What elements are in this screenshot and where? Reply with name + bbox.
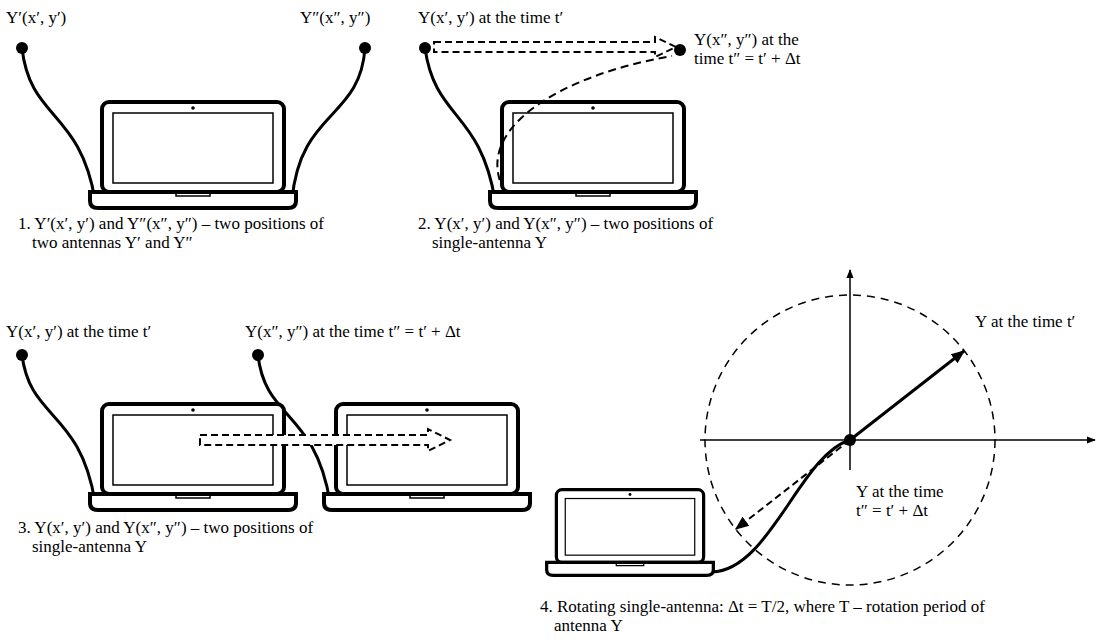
antenna-vector [850, 351, 964, 440]
position-label: Y(x″, y″) at the time t″ = t′ + Δt [694, 30, 806, 68]
laptop-icon [547, 490, 714, 576]
x-axis [700, 439, 1095, 441]
antenna-dot [674, 44, 686, 56]
position-label: Y″(x″, y″) [300, 8, 370, 27]
panel-caption: 4. Rotating single-antenna: Δt = T/2, wh… [540, 597, 1004, 635]
antenna-cable [292, 48, 365, 200]
move-arrow [434, 37, 676, 57]
antenna-dot [359, 42, 371, 54]
antenna-vector-dashed [736, 440, 850, 529]
laptop-icon [90, 404, 296, 510]
position-label: Y(x′, y′) at the time t′ [418, 8, 563, 27]
antenna-dot [16, 349, 28, 361]
antenna-dot [419, 42, 431, 54]
antenna-dot [16, 42, 28, 54]
position-label: Y(x′, y′) at the time t′ [6, 322, 151, 341]
laptop-icon [324, 404, 530, 510]
panel-caption: 2. Y(x′, y′) and Y(x″, y″) – two positio… [418, 214, 762, 252]
position-label: Y(x″, y″) at the time t″ = t′ + Δt [245, 322, 461, 341]
move-arrow [200, 429, 450, 451]
antenna-cable [425, 48, 495, 200]
antenna-dot [252, 349, 264, 361]
panel-caption: 1. Y′(x′, y′) and Y″(x″, y″) – two posit… [18, 214, 332, 252]
dashed-cable-path [497, 56, 672, 192]
position-label: Y at the time t′ [975, 312, 1075, 331]
laptop-icon [90, 102, 296, 208]
antenna-cable [22, 48, 95, 200]
panel-caption: 3. Y(x′, y′) and Y(x″, y″) – two positio… [18, 518, 362, 556]
antenna-dot [844, 434, 856, 446]
position-label: Y′(x′, y′) [6, 8, 66, 27]
antenna-cable [712, 440, 850, 572]
antenna-cable [22, 355, 95, 502]
position-label: Y at the time t″ = t′ + Δt [856, 482, 952, 520]
